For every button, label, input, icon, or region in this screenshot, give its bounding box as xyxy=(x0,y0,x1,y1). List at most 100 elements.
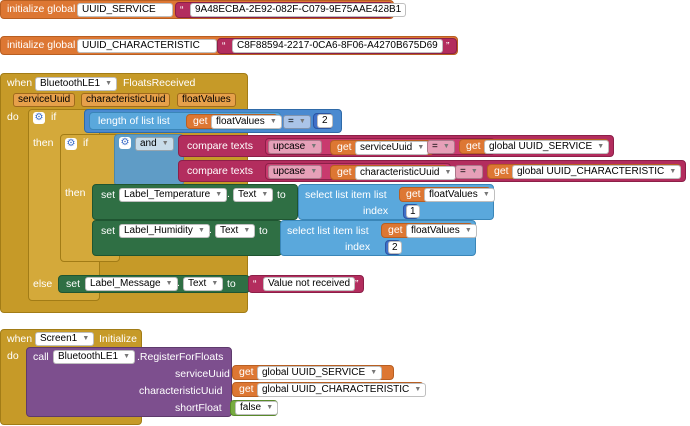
init-global-block-service[interactable]: initialize global UUID_SERVICE to “ 9A48… xyxy=(0,0,407,19)
upcase-dropdown[interactable]: upcase▼ xyxy=(268,165,323,179)
upcase-block[interactable]: upcase▼ get characteristicUuid▼ xyxy=(265,163,457,180)
index-label: index xyxy=(363,205,389,217)
component-dropdown[interactable]: Label_Message▼ xyxy=(85,277,178,291)
param-characteristicUuid[interactable]: characteristicUuid xyxy=(81,93,171,107)
variable-name: characteristicUuid xyxy=(360,167,440,178)
init-global-keyword: initialize global xyxy=(7,39,76,51)
call-keyword: call xyxy=(33,351,49,363)
set-label-temperature-block[interactable]: set Label_Temperature▼ . Text▼ to xyxy=(92,184,298,220)
operator-dropdown[interactable]: =▼ xyxy=(283,115,311,129)
chevron-down-icon: ▼ xyxy=(482,191,490,198)
param-serviceUuid[interactable]: serviceUuid xyxy=(13,93,76,107)
number-field[interactable]: 2 xyxy=(388,241,402,254)
chevron-down-icon: ▼ xyxy=(105,80,113,87)
number-block[interactable]: 2 xyxy=(313,113,333,129)
string-field[interactable]: 9A48ECBA-2E92-082F-C079-9E75AAE428B1 xyxy=(190,3,407,17)
text-string-block[interactable]: “ 9A48ECBA-2E92-082F-C079-9E75AAE428B1 ” xyxy=(175,2,407,18)
get-block[interactable]: get serviceUuid▼ xyxy=(330,140,434,155)
variable-dropdown[interactable]: serviceUuid▼ xyxy=(355,141,430,155)
init-global-keyword: initialize global xyxy=(7,3,76,15)
variable-name: floatValues xyxy=(429,189,478,200)
number-block[interactable]: 2 xyxy=(385,240,402,255)
boolean-block[interactable]: false▼ xyxy=(230,400,279,416)
property-name: Text xyxy=(238,189,257,200)
variable-dropdown[interactable]: characteristicUuid▼ xyxy=(355,166,457,180)
upcase-text: upcase xyxy=(273,141,306,152)
number-block[interactable]: 1 xyxy=(403,204,420,219)
param-floatValues[interactable]: floatValues xyxy=(177,93,236,107)
variable-name: serviceUuid xyxy=(360,142,413,153)
string-field[interactable]: C8F88594-2217-0CA6-8F06-A4270B675D69 xyxy=(232,39,443,53)
component-dropdown[interactable]: BluetoothLE1▼ xyxy=(53,350,136,364)
chevron-down-icon: ▼ xyxy=(370,369,378,376)
get-block[interactable]: get characteristicUuid▼ xyxy=(330,165,457,180)
chevron-down-icon: ▼ xyxy=(243,227,251,234)
compare-op-dropdown[interactable]: =▼ xyxy=(427,140,455,154)
gear-icon[interactable]: ⚙ xyxy=(65,138,77,150)
gear-icon[interactable]: ⚙ xyxy=(119,137,131,149)
component-dropdown[interactable]: Label_Humidity▼ xyxy=(119,224,210,238)
get-block[interactable]: get floatValues▼ xyxy=(399,187,495,202)
global-name-field[interactable]: UUID_SERVICE xyxy=(77,3,173,17)
select-list-item-block[interactable]: select list item list index get floatVal… xyxy=(298,184,495,220)
variable-dropdown[interactable]: global UUID_SERVICE ▼ xyxy=(257,366,383,380)
property-dropdown[interactable]: Text ▼ xyxy=(215,224,256,238)
set-label-message-block[interactable]: set Label_Message▼ . Text▼ to xyxy=(58,275,250,293)
property-dropdown[interactable]: Text▼ xyxy=(183,277,224,291)
do-keyword: do xyxy=(7,111,19,123)
chevron-down-icon: ▼ xyxy=(123,353,131,360)
variable-dropdown[interactable]: global UUID_SERVICE▼ xyxy=(484,140,610,154)
chevron-down-icon: ▼ xyxy=(266,404,274,411)
variable-dropdown[interactable]: global UUID_CHARACTERISTIC▼ xyxy=(257,383,427,397)
compare-texts-block-service[interactable]: compare texts upcase▼ get serviceUuid▼ =… xyxy=(178,135,614,157)
init-global-block-characteristic[interactable]: initialize global UUID_CHARACTERISTIC to… xyxy=(0,36,458,55)
property-name: Text xyxy=(220,225,239,236)
variable-dropdown[interactable]: floatValues▼ xyxy=(406,224,477,238)
upcase-dropdown[interactable]: upcase▼ xyxy=(268,140,323,154)
string-field[interactable]: Value not received xyxy=(263,277,356,291)
variable-dropdown[interactable]: global UUID_CHARACTERISTIC▼ xyxy=(512,165,682,179)
logic-op-dropdown[interactable]: and▼ xyxy=(135,137,174,151)
component-dropdown[interactable]: Label_Temperature▼ xyxy=(119,188,228,202)
component-name: Label_Message xyxy=(90,278,161,289)
register-for-floats-call-block[interactable]: call BluetoothLE1▼ .RegisterForFloats se… xyxy=(26,347,232,417)
get-block[interactable]: get global UUID_CHARACTERISTIC▼ xyxy=(232,382,427,397)
component-name: BluetoothLE1 xyxy=(40,78,101,89)
set-label-humidity-block[interactable]: set Label_Humidity▼ . Text▼ to xyxy=(92,220,282,256)
chevron-down-icon: ▼ xyxy=(669,168,677,175)
text-string-block[interactable]: “ Value not received ” xyxy=(248,275,364,293)
gear-icon[interactable]: ⚙ xyxy=(33,112,45,124)
when-keyword: when xyxy=(7,333,33,345)
compare-texts-block-characteristic[interactable]: compare texts upcase▼ get characteristic… xyxy=(178,160,686,182)
length-of-list-block[interactable]: length of list list get floatValues▼ xyxy=(89,112,282,130)
get-block[interactable]: get global UUID_SERVICE▼ xyxy=(459,139,610,154)
and-block[interactable]: ⚙ and▼ xyxy=(114,134,184,186)
dot-separator: . xyxy=(209,224,212,236)
variable-name: floatValues xyxy=(216,116,265,127)
variable-dropdown[interactable]: floatValues▼ xyxy=(211,115,282,129)
text-string-block[interactable]: “ C8F88594-2217-0CA6-8F06-A4270B675D69 ” xyxy=(217,38,457,54)
component-name: Screen1 xyxy=(40,333,78,344)
get-block[interactable]: get global UUID_SERVICE▼ xyxy=(232,365,394,380)
variable-dropdown[interactable]: floatValues ▼ xyxy=(424,188,495,202)
select-list-item-block[interactable]: select list item list index get floatVal… xyxy=(280,220,477,256)
get-block[interactable]: get floatValues▼ xyxy=(381,223,477,238)
chevron-down-icon: ▼ xyxy=(597,143,605,150)
get-block[interactable]: get global UUID_CHARACTERISTIC▼ xyxy=(487,164,682,179)
component-dropdown[interactable]: BluetoothLE1 ▼ xyxy=(35,77,118,91)
number-field[interactable]: 2 xyxy=(317,114,333,128)
chevron-down-icon: ▼ xyxy=(442,143,450,150)
boolean-dropdown[interactable]: false▼ xyxy=(235,401,279,415)
event-name: Initialize xyxy=(99,333,137,345)
get-block[interactable]: get floatValues▼ xyxy=(186,114,282,129)
compare-op-dropdown[interactable]: =▼ xyxy=(455,165,483,179)
number-field[interactable]: 1 xyxy=(406,205,420,218)
global-name-field[interactable]: UUID_CHARACTERISTIC xyxy=(77,39,217,53)
component-dropdown[interactable]: Screen1▼ xyxy=(35,332,95,346)
when-keyword: when xyxy=(7,77,33,89)
compare-equal-block[interactable]: length of list list get floatValues▼ =▼ … xyxy=(84,109,342,133)
property-dropdown[interactable]: Text▼ xyxy=(233,188,274,202)
variable-name: global UUID_SERVICE xyxy=(262,367,366,378)
get-keyword: get xyxy=(239,383,254,395)
upcase-text: upcase xyxy=(273,166,306,177)
